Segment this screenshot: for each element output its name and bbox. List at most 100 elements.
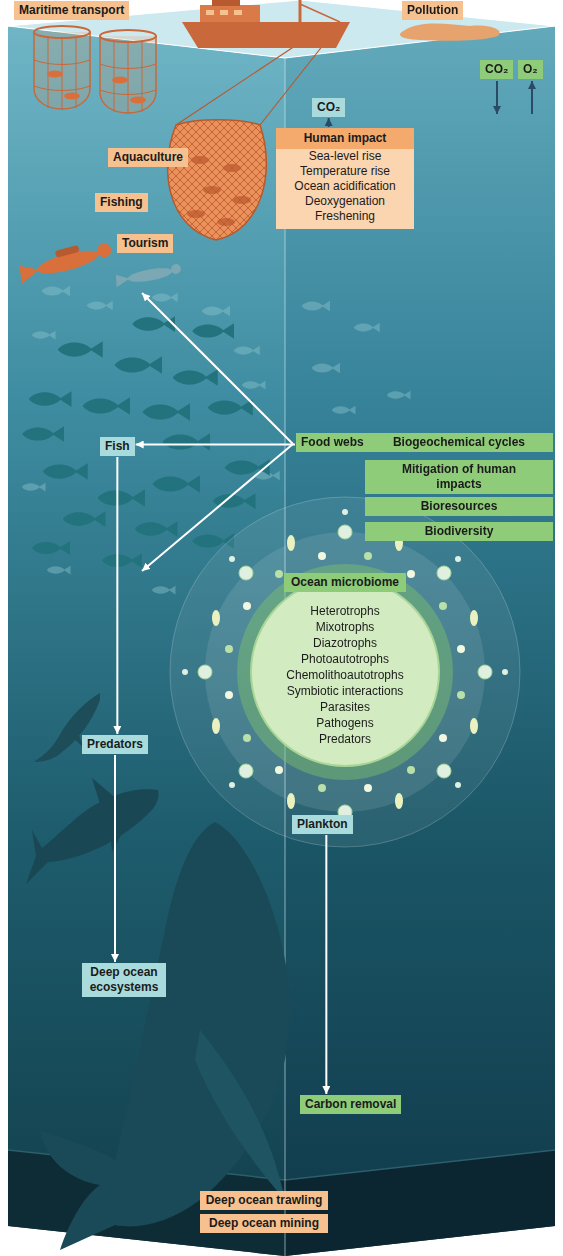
plankton-icon [364,552,372,560]
box-label: Deep ocean trawling [205,1193,323,1208]
impact-heading: Human impact [276,128,414,149]
plankton-icon [198,665,212,679]
plankton-icon [455,556,461,562]
fish-icon [192,323,234,338]
list-item: Ocean acidification [276,179,414,194]
box-label: Pollution [407,3,458,18]
microbiome-disc [251,578,439,766]
fish-icon [354,323,380,333]
box-label: Maritime transport [19,3,124,18]
function-label: Carbon removal [300,1095,401,1114]
plankton-icon [225,691,233,699]
fish-icon [153,475,201,493]
list-item: Pathogens [250,715,440,731]
function-label: O₂ [518,60,543,79]
farmed-fish [130,97,146,104]
fishing-net [168,120,267,240]
box-label: Plankton [297,817,348,832]
farmed-fish [64,93,80,100]
list-item: Chemolithoautotrophs [250,667,440,683]
box-label: Food webs [301,435,364,450]
plankton-icon [243,734,251,742]
fish-icon [242,381,266,390]
box-label: Tourism [122,236,168,251]
microbiome-circle: Ocean microbiomeHeterotrophsMixotrophsDi… [250,577,440,767]
shark [26,778,159,884]
list-item: Sea-level rise [276,149,414,164]
box-label: CO₂ [317,100,340,115]
plankton-icon [318,552,326,560]
cage-mesh [34,36,90,110]
flow-arrow [136,444,295,446]
aquaculture-cage [34,26,90,110]
net-bag [168,120,267,240]
ecosystem-label: Predators [82,735,148,754]
diver-head [170,263,181,274]
fish-school [22,316,270,568]
flow-arrow [114,755,116,962]
function-label: Biodiversity [365,522,553,541]
plankton-icon [478,665,492,679]
plankton-icon [287,793,295,809]
box-label: CO₂ [485,62,508,77]
box-label: Deep ocean ecosystems [86,965,162,995]
diver-fins [114,272,130,287]
list-item: Predators [250,731,440,747]
plankton-icon [229,782,235,788]
fish-icon [83,397,131,415]
farmed-fish [47,71,63,78]
flow-arrow [116,457,118,734]
box-label: Carbon removal [305,1097,396,1112]
ship-hull [182,22,350,48]
box-label: O₂ [523,62,538,77]
impact-label: Pollution [402,1,463,20]
plankton-middle-ring [205,532,485,812]
gas-flux-arrow [531,81,533,114]
plankton-icon [457,645,465,653]
ship-cabin [200,5,260,22]
diver-tank [55,245,80,258]
box-label: Mitigation of human impacts [391,462,527,492]
plankton-icon [212,718,220,734]
plankton-icon [437,764,451,778]
fish-icon [22,426,64,441]
impact-label: Tourism [117,234,173,253]
fish-icon [234,346,260,356]
function-label: Biogeochemical cycles [365,433,553,452]
list-item: Heterotrophs [250,603,440,619]
net-mesh [168,120,267,240]
fish-icon [29,391,72,407]
fish-icon [22,483,46,492]
fish-icon [42,286,71,297]
fish-icon [225,459,270,476]
list-item: Diazotrophs [250,635,440,651]
box-label: Deep ocean mining [205,1216,323,1231]
fish-icon [63,511,106,527]
ecosystem-label: Plankton [292,815,353,834]
plankton-icon [439,602,447,610]
ecosystem-label: CO₂ [312,98,345,117]
fish-icon [387,391,411,400]
shark-fin [110,826,126,852]
fish-icon [102,553,142,568]
plankton-icon [275,570,283,578]
fish-icon [332,406,356,415]
ship-window [206,10,214,15]
plankton-icon [212,610,220,626]
box-label: Aquaculture [113,150,183,165]
microbiome-halo [237,564,453,780]
plankton-outer-ring [170,497,520,847]
cage-body [100,36,156,113]
fishing-ship [176,0,350,125]
list-item: Symbiotic interactions [250,683,440,699]
plankton-icon [287,535,295,551]
plankton-icon [182,669,188,675]
box-label: Fish [105,439,130,454]
plankton-icon [239,566,253,580]
plankton-icon [318,784,326,792]
fish-icon [58,341,103,358]
list-item: Parasites [250,699,440,715]
plankton-icon [407,766,415,774]
fish-icon [32,541,70,555]
diver-shadow [114,263,182,287]
